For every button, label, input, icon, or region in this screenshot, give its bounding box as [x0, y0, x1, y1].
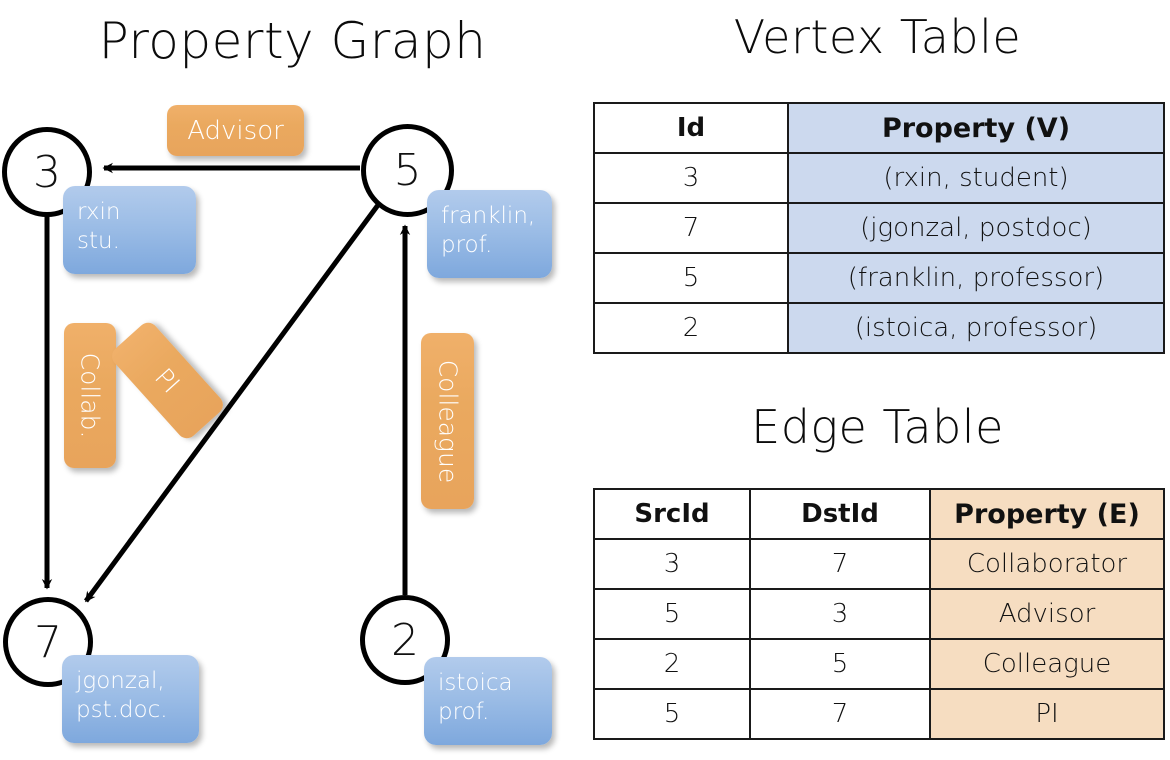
vertex-table: Id Property (V) 3 (rxin, student) 7 (jgo… [593, 102, 1165, 354]
node-property-line-2: stu. [77, 227, 120, 254]
graph-node-5[interactable]: 5 [361, 124, 454, 217]
table-row[interactable]: 7 (jgonzal, postdoc) [593, 202, 1165, 254]
vertex-cell-id: 5 [593, 252, 789, 304]
node-property-line-1: franklin, [441, 203, 536, 229]
property-graph-panel: Property Graph 3 5 7 2 rxin stu. frankli… [2, 12, 552, 745]
table-row[interactable]: 3 (rxin, student) [593, 152, 1165, 204]
edge-label-colleague-text: Colleague [433, 359, 463, 483]
edge-label-collab[interactable]: Collab. [64, 323, 116, 468]
vertex-col-header-id: Id [593, 102, 789, 154]
node-property-box-jgonzal[interactable]: jgonzal, pst.doc. [62, 655, 199, 743]
table-row[interactable]: 5 3 Advisor [593, 588, 1165, 640]
graph-node-7-label: 7 [34, 616, 62, 668]
edge-cell-dstid: 7 [749, 688, 931, 740]
edge-table: SrcId DstId Property (E) 3 7 Collaborato… [593, 488, 1165, 740]
table-row[interactable]: 5 (franklin, professor) [593, 252, 1165, 304]
edge-label-collab-text: Collab. [75, 352, 105, 439]
edge-table-header-row: SrcId DstId Property (E) [593, 488, 1165, 540]
edge-5-to-7 [83, 203, 381, 603]
vertex-cell-id: 7 [593, 202, 789, 254]
table-row[interactable]: 2 (istoica, professor) [593, 302, 1165, 354]
edge-label-pi-text: PI [149, 362, 186, 399]
node-property-line-1: jgonzal, [76, 668, 165, 694]
node-property-line-1: rxin [77, 199, 121, 225]
edge-col-header-srcid: SrcId [593, 488, 751, 540]
table-row[interactable]: 3 7 Collaborator [593, 538, 1165, 590]
vertex-cell-property: (franklin, professor) [787, 252, 1165, 304]
node-property-box-istoica[interactable]: istoica prof. [424, 657, 552, 745]
node-property-box-franklin[interactable]: franklin, prof. [427, 190, 552, 278]
edge-cell-dstid: 3 [749, 588, 931, 640]
page-title-edge-table: Edge Table [751, 400, 1004, 454]
edge-cell-srcid: 5 [593, 588, 751, 640]
node-property-line-2: prof. [441, 231, 493, 258]
vertex-cell-property: (rxin, student) [787, 152, 1165, 204]
node-property-box-rxin[interactable]: rxin stu. [63, 186, 196, 274]
edge-cell-property: Colleague [929, 638, 1165, 690]
graph-edges-layer [41, 162, 411, 603]
edge-label-advisor[interactable]: Advisor [167, 105, 304, 156]
edge-cell-dstid: 5 [749, 638, 931, 690]
graph-node-2[interactable]: 2 [360, 595, 450, 685]
edge-col-header-property: Property (E) [929, 488, 1165, 540]
vertex-cell-id: 3 [593, 152, 789, 204]
page-title-vertex-table: Vertex Table [733, 10, 1022, 64]
table-row[interactable]: 5 7 PI [593, 688, 1165, 740]
graph-node-3-label: 3 [33, 146, 61, 198]
edge-cell-srcid: 5 [593, 688, 751, 740]
edge-cell-property: Collaborator [929, 538, 1165, 590]
edge-cell-property: Advisor [929, 588, 1165, 640]
vertex-cell-id: 2 [593, 302, 789, 354]
vertex-table-header-row: Id Property (V) [593, 102, 1165, 154]
node-property-line-2: prof. [438, 698, 490, 725]
page-title-property-graph: Property Graph [98, 12, 487, 70]
vertex-cell-property: (jgonzal, postdoc) [787, 202, 1165, 254]
edge-cell-property: PI [929, 688, 1165, 740]
edge-label-advisor-text: Advisor [187, 115, 284, 146]
node-property-line-1: istoica [438, 670, 513, 696]
graph-node-5-label: 5 [393, 145, 422, 196]
table-row[interactable]: 2 5 Colleague [593, 638, 1165, 690]
graph-node-2-label: 2 [391, 614, 419, 666]
edge-cell-srcid: 2 [593, 638, 751, 690]
vertex-col-header-property: Property (V) [787, 102, 1165, 154]
edge-col-header-dstid: DstId [749, 488, 931, 540]
edge-label-colleague[interactable]: Colleague [421, 333, 474, 509]
node-property-line-2: pst.doc. [76, 696, 168, 723]
edge-cell-srcid: 3 [593, 538, 751, 590]
vertex-cell-property: (istoica, professor) [787, 302, 1165, 354]
edge-cell-dstid: 7 [749, 538, 931, 590]
